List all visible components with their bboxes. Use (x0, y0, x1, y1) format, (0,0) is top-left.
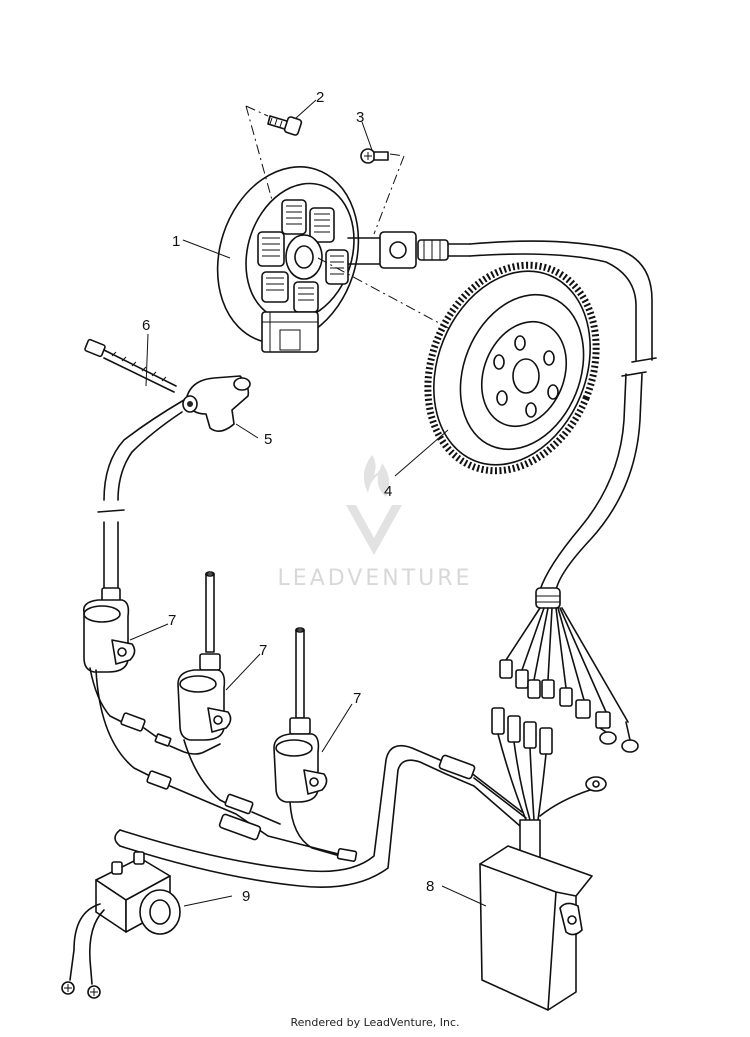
callout-3: 3 (356, 109, 364, 126)
callout-8: 8 (426, 878, 434, 895)
watermark-logo-icon (346, 455, 402, 555)
callout-2: 2 (316, 89, 324, 106)
callout-7-middle: 7 (259, 642, 267, 659)
footer-credit: Rendered by LeadVenture, Inc. (290, 1016, 460, 1029)
watermark-text: LEADVENTURE (278, 566, 473, 591)
harness-breakout (491, 587, 639, 821)
callout-9: 9 (242, 888, 250, 905)
callout-labels: 1 2 3 4 5 6 7 7 7 8 9 (142, 89, 434, 905)
part-7-coil-middle (177, 571, 232, 741)
callout-6: 6 (142, 317, 150, 334)
part-6-cable-tie (84, 338, 177, 393)
part-4-flywheel (424, 261, 600, 475)
part-5-spark-plug-cap (182, 375, 251, 432)
callout-7-right: 7 (353, 690, 361, 707)
callout-7-left: 7 (168, 612, 176, 629)
ht-lead-left (97, 399, 185, 591)
part-7-coil-left (82, 587, 136, 673)
harness-main (469, 240, 657, 591)
callout-5: 5 (264, 431, 272, 448)
phantom-lines (245, 105, 453, 331)
part-2-screw (267, 115, 303, 136)
watermark: LEADVENTURE (278, 455, 473, 591)
part-3-screw (360, 148, 389, 164)
part-8-cdi-box (479, 819, 593, 1011)
callout-4: 4 (384, 483, 392, 500)
part-1-stator (216, 166, 471, 353)
part-7-coil-right (273, 627, 328, 803)
coil-wiring (89, 667, 607, 888)
callout-leaders (129, 99, 487, 907)
part-9-starter-relay (61, 851, 181, 999)
callout-1: 1 (172, 233, 180, 250)
